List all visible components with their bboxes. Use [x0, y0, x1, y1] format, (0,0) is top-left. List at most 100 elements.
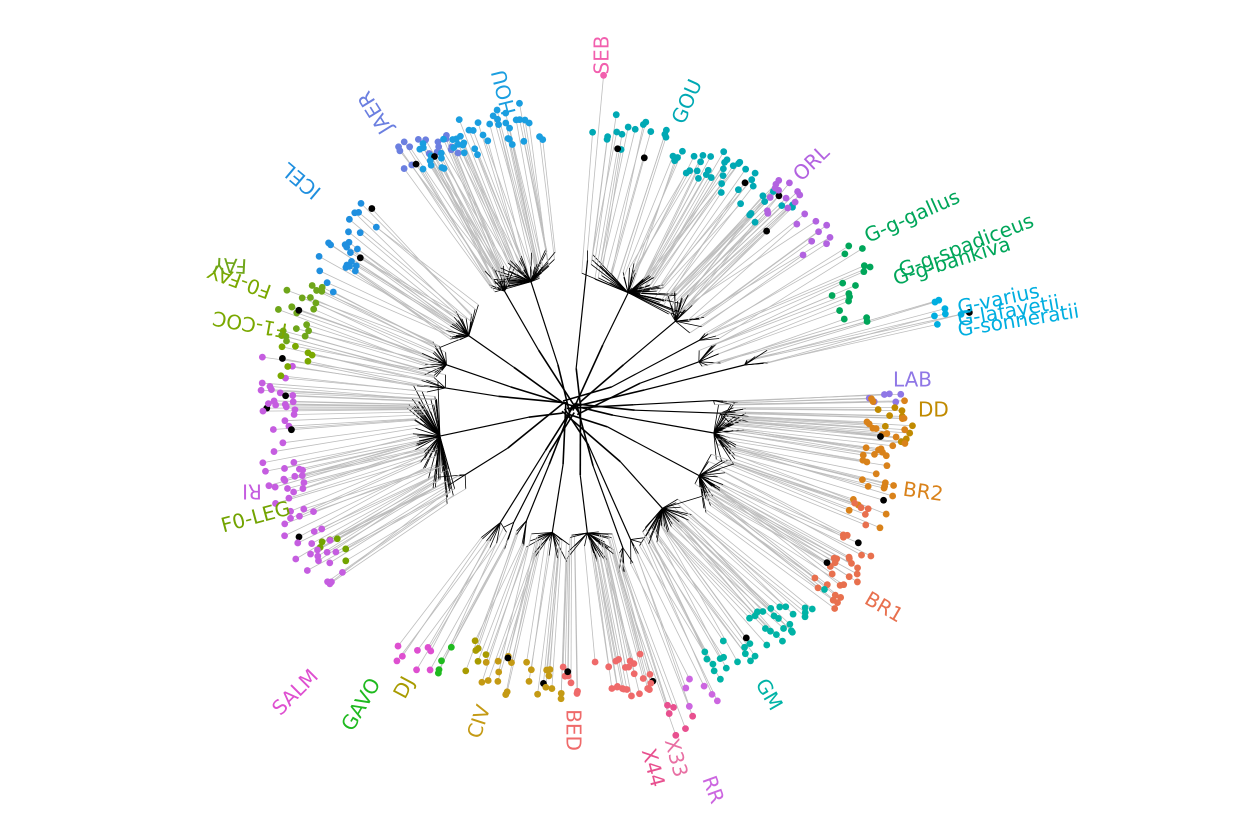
internal-branch: [627, 275, 650, 294]
internal-branch: [698, 361, 703, 367]
tip-point: [298, 472, 306, 480]
tip-branch: [286, 406, 414, 408]
tip-point: [701, 648, 709, 656]
internal-branch: [464, 447, 509, 476]
tip-branch: [551, 540, 563, 689]
internal-branch: [521, 520, 527, 544]
tip-branch: [606, 559, 631, 662]
tip-point: [308, 282, 316, 289]
tip-point: [413, 666, 420, 674]
internal-branch: [628, 277, 654, 294]
tip-point: [437, 154, 445, 162]
tip-point: [400, 138, 408, 146]
internal-branch: [581, 272, 629, 294]
internal-branch: [607, 426, 700, 477]
tip-point: [290, 459, 298, 466]
tip-point: [874, 406, 882, 413]
tip-point: [465, 126, 473, 134]
tip-point: [957, 310, 965, 318]
tip-point: [478, 678, 486, 686]
tip-point: [853, 570, 861, 578]
internal-branch: [619, 547, 624, 554]
tip-branch: [734, 398, 872, 404]
internal-branch: [468, 308, 476, 336]
tip-branch: [718, 248, 863, 339]
tip-point: [862, 444, 870, 452]
tip-point: [474, 151, 481, 159]
tip-point: [502, 109, 510, 117]
tip-point: [277, 372, 285, 380]
group-label-fay: FAY: [212, 253, 248, 279]
tip-point: [486, 120, 494, 128]
tip-point: [759, 608, 767, 615]
group-label-icel: ICEL: [276, 157, 326, 204]
tip-point: [339, 568, 346, 576]
tip-point: [329, 288, 337, 296]
tip-branch: [607, 534, 652, 684]
tip-point: [333, 535, 341, 543]
internal-branch: [662, 507, 688, 516]
tip-branch: [650, 183, 722, 277]
tip-point: [746, 614, 753, 622]
tip-branch: [731, 401, 874, 405]
tip-branch: [307, 360, 424, 386]
tip-point: [876, 524, 884, 532]
tip-point: [482, 658, 490, 666]
internal-branch: [674, 292, 676, 322]
tip-branch: [457, 144, 520, 261]
tip-branch: [611, 537, 650, 690]
tip-point: [287, 514, 294, 522]
tip-branch: [715, 271, 865, 337]
tip-point: [860, 262, 868, 270]
tip-point: [318, 283, 326, 291]
tree-tips: [257, 71, 973, 739]
internal-branch: [537, 349, 581, 415]
tip-branch: [509, 128, 544, 268]
tip-point: [545, 672, 553, 680]
tip-branch: [326, 480, 447, 553]
tip-point: [521, 116, 529, 124]
tip-point: [393, 657, 401, 665]
tip-branch: [342, 495, 454, 573]
tip-point: [612, 111, 620, 119]
internal-branch: [450, 325, 469, 337]
tip-branch: [475, 530, 517, 651]
tip-point: [282, 392, 290, 400]
tip-point: [508, 141, 516, 148]
tip-point: [314, 546, 321, 554]
tip-point: [763, 227, 771, 235]
internal-branch: [661, 508, 668, 533]
tip-branch: [605, 121, 647, 274]
tip-branch: [333, 291, 440, 348]
tip-point: [647, 128, 655, 135]
tip-point: [845, 506, 853, 514]
tip-point: [630, 670, 638, 678]
tip-point: [292, 342, 299, 350]
internal-branch: [698, 454, 712, 476]
internal-branch: [413, 405, 441, 437]
tip-point: [851, 499, 859, 507]
tip-point: [278, 343, 286, 351]
tree-branches: [261, 75, 970, 736]
tip-point: [368, 205, 376, 212]
tip-branch: [648, 543, 706, 653]
tip-branch: [645, 535, 724, 658]
internal-branch: [445, 330, 469, 337]
tip-branch: [740, 420, 887, 434]
group-label-br1: BR1: [861, 586, 908, 627]
internal-branch: [586, 532, 597, 551]
tip-point: [784, 204, 792, 212]
tip-point: [356, 254, 364, 262]
tip-point: [886, 412, 894, 420]
tip-branch: [653, 162, 725, 278]
tip-branch: [622, 571, 674, 708]
group-label-orl: ORL: [788, 140, 835, 186]
tip-branch: [709, 496, 828, 564]
tip-point: [495, 668, 503, 676]
internal-branch: [439, 345, 447, 365]
tip-branch: [281, 335, 435, 376]
internal-branch: [432, 341, 447, 365]
tip-branch: [429, 160, 505, 279]
tip-point: [828, 570, 836, 578]
tip-point: [759, 192, 767, 200]
